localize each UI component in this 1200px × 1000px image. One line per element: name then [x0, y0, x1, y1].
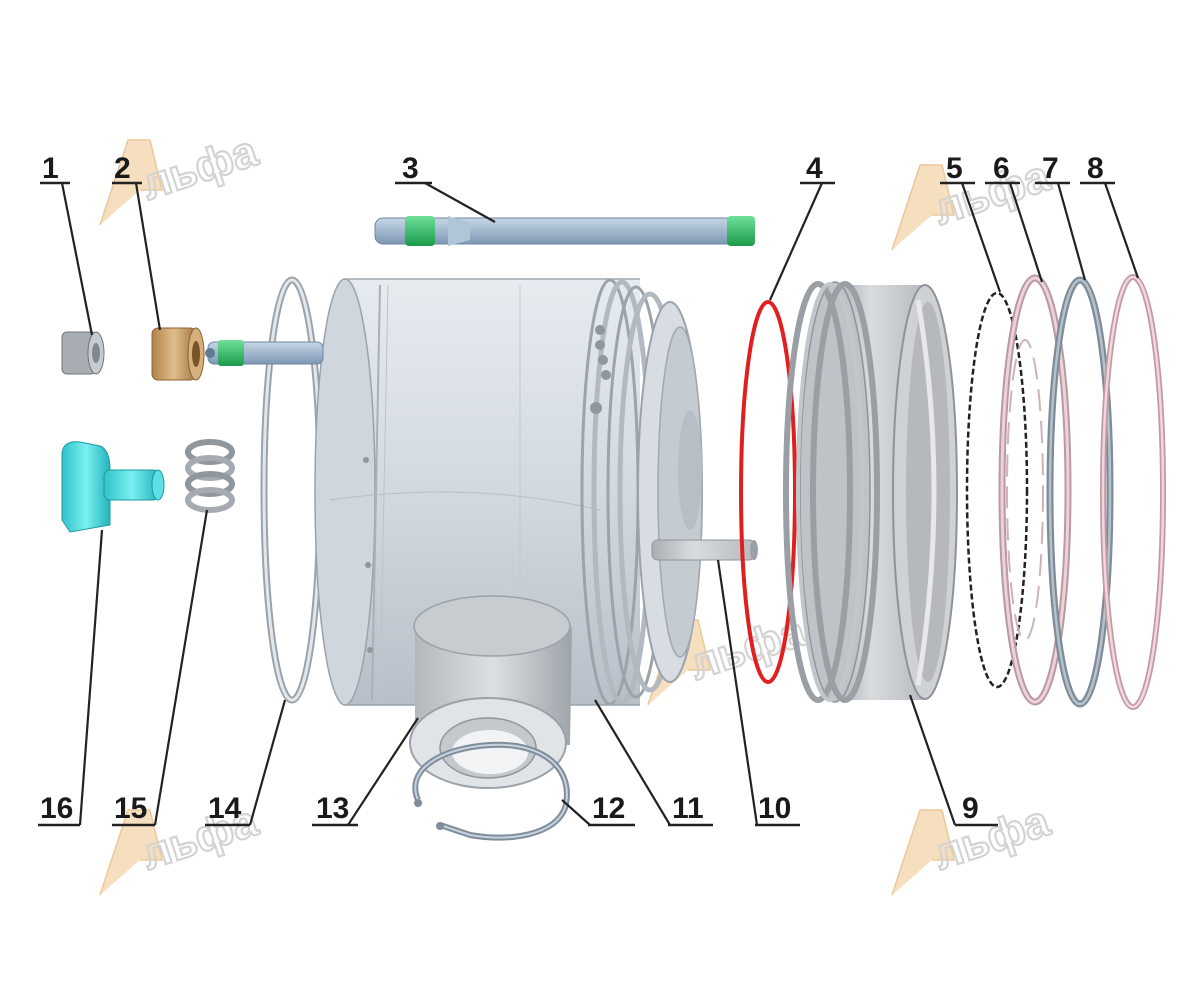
pin-inserted [205, 340, 324, 366]
part-13-boss [409, 595, 572, 789]
part-12-snap-ring [412, 741, 570, 841]
callout-15: 15 [114, 792, 147, 825]
part-10-rod [651, 539, 758, 561]
callout-16: 16 [40, 792, 73, 825]
callout-6: 6 [993, 152, 1010, 185]
callout-13: 13 [316, 792, 349, 825]
callout-8: 8 [1087, 152, 1104, 185]
part-6-ring [998, 274, 1072, 706]
callout-14: 14 [208, 792, 242, 825]
watermark-logo: льфа [891, 150, 1057, 251]
part-4-red-ring [739, 300, 797, 684]
watermark-text: льфа [136, 126, 264, 209]
leader-lines [38, 181, 1140, 827]
callout-11: 11 [672, 792, 704, 825]
part-9-drum [783, 281, 958, 703]
callout-1: 1 [42, 152, 59, 185]
callout-4: 4 [806, 152, 823, 185]
callout-9: 9 [962, 792, 979, 825]
part-8-ring [1100, 274, 1166, 710]
part-7-ring [1046, 276, 1114, 708]
part-3-pin [374, 216, 755, 246]
callout-labels: 1 2 3 4 5 6 7 8 9 10 11 12 13 14 15 16 [40, 152, 1104, 825]
part-2-bushing [151, 327, 205, 381]
part-16-cap [61, 441, 165, 533]
callout-3: 3 [402, 152, 419, 185]
callout-12: 12 [592, 792, 625, 825]
watermark-text: льфа [928, 796, 1056, 879]
part-5-dashed-ring [965, 291, 1029, 689]
callout-5: 5 [946, 152, 963, 185]
watermark-text: льфа [136, 796, 264, 879]
callout-10: 10 [758, 792, 791, 825]
callout-7: 7 [1042, 152, 1059, 185]
part-11-piston-body [314, 278, 703, 706]
callout-2: 2 [114, 152, 131, 185]
part-15-spring [185, 439, 235, 513]
part-1-nut [61, 331, 105, 375]
